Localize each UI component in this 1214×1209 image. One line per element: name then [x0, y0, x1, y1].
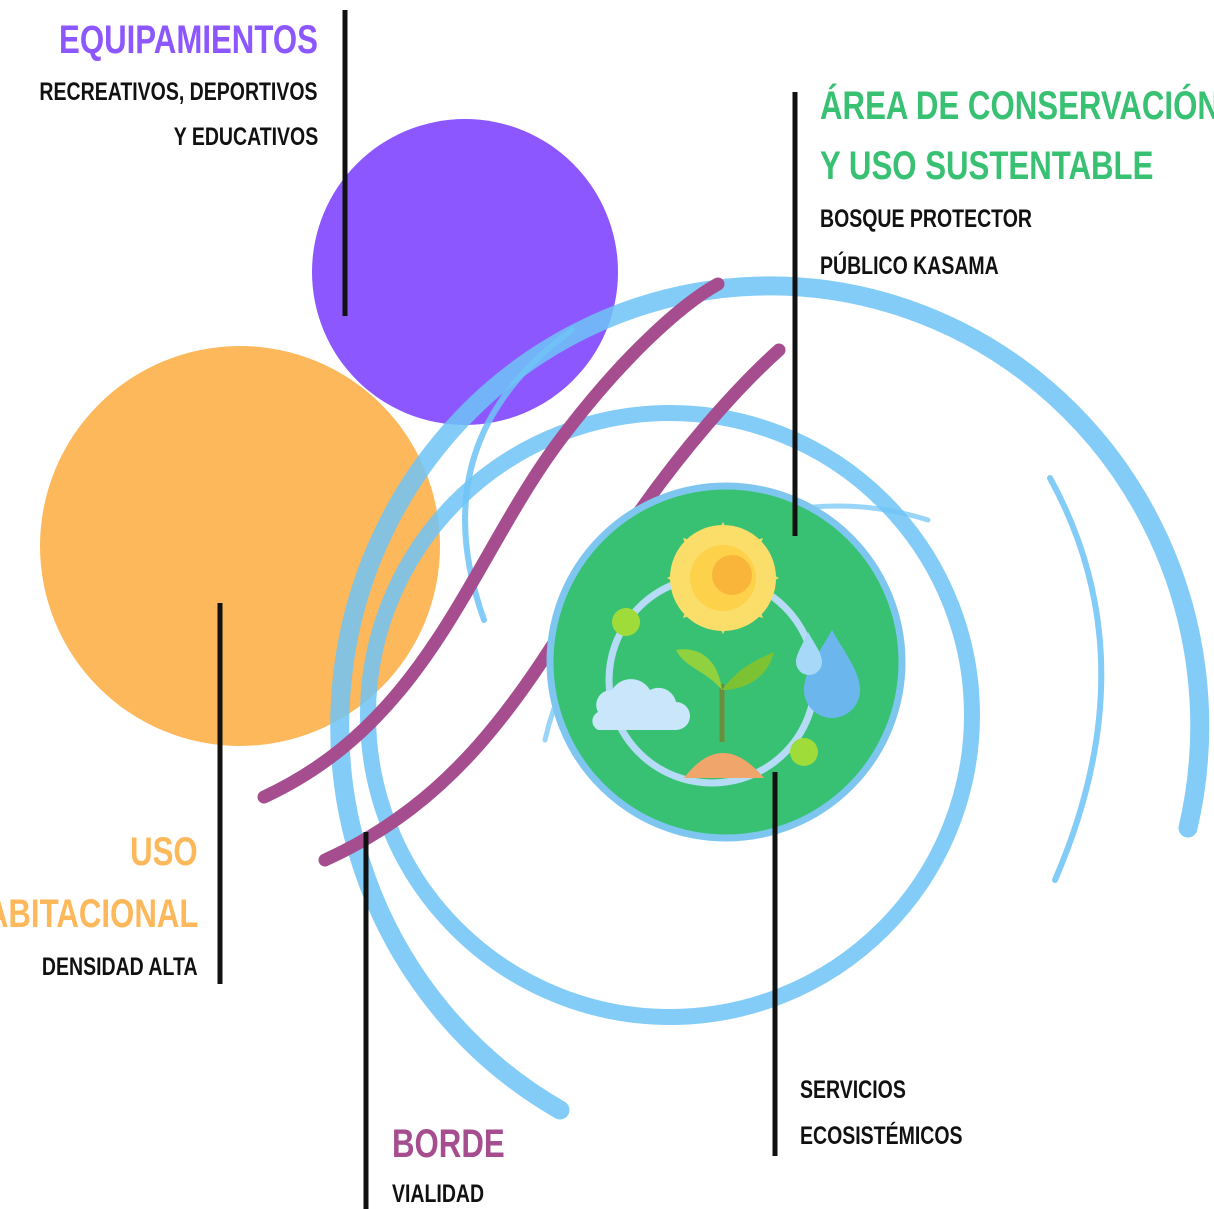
conservacion-title-1: ÁREA DE CONSERVACIÓN — [820, 84, 1214, 128]
servicios-line2: ECOSISTÉMICOS — [800, 1122, 963, 1150]
right-arc — [1047, 475, 1105, 883]
cycle-node-left — [612, 608, 640, 636]
sun-icon — [667, 522, 779, 634]
equipamientos-line1: RECREATIVOS, DEPORTIVOS — [39, 78, 318, 106]
habitacional-title-2: HABITACIONAL — [0, 892, 198, 936]
conservacion-title-2: Y USO SUSTENTABLE — [820, 144, 1154, 188]
conservacion-line2: PÚBLICO KASAMA — [820, 252, 999, 280]
equipamientos-circle — [312, 119, 618, 425]
conservacion-rim — [546, 482, 906, 842]
habitacional-line1: DENSIDAD ALTA — [42, 953, 198, 981]
equipamientos-title: EQUIPAMIENTOS — [59, 18, 318, 62]
middle-ring — [360, 405, 980, 1025]
borde-title: BORDE — [392, 1122, 505, 1166]
equipamientos-line2: Y EDUCATIVOS — [173, 123, 318, 151]
water-drop-icon — [796, 630, 860, 718]
habitacional-title-1: USO — [130, 830, 198, 874]
cloud-icon — [592, 679, 690, 730]
borde-line-1 — [257, 277, 725, 804]
sprout-icon — [676, 649, 774, 778]
servicios-line1: SERVICIOS — [800, 1076, 906, 1104]
cycle-node-right — [790, 738, 818, 766]
conservacion-line1: BOSQUE PROTECTOR — [820, 205, 1033, 233]
borde-line1: VIALIDAD — [392, 1180, 485, 1208]
